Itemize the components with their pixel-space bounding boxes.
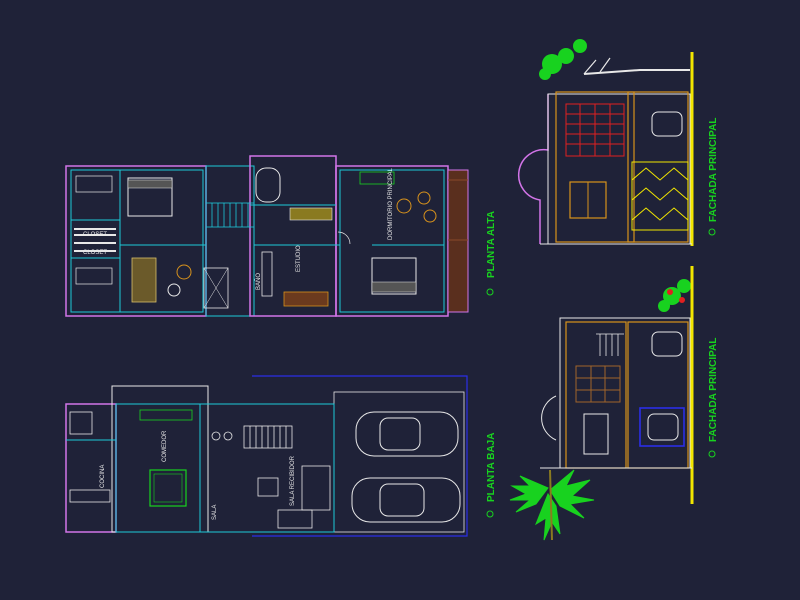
planta-alta-plan: CLOSET CLOSET BAÑO ESTUDIO DORMITORIO PR… [65, 155, 497, 317]
fachada-principal-2: FACHADA PRINCIPAL [509, 266, 719, 541]
planta-baja-plan: COCINA COMEDOR SALA SALA RECIBIDOR PLANT… [65, 375, 497, 537]
room-label-sala-recibidor: SALA RECIBIDOR [290, 455, 296, 506]
fachada-principal-1: FACHADA PRINCIPAL [518, 39, 719, 246]
room-label-dormitorio-principal: DORMITORIO PRINCIPAL [388, 168, 394, 240]
room-label-bano: BAÑO [255, 273, 262, 290]
title-planta-baja: PLANTA BAJA [486, 433, 497, 502]
room-label-comedor: COMEDOR [162, 430, 168, 462]
title-fachada-principal-1: FACHADA PRINCIPAL [708, 118, 719, 222]
room-label-cocina: COCINA [100, 465, 106, 488]
room-label-sala: SALA [212, 505, 218, 520]
room-label-estudio: ESTUDIO [296, 245, 302, 272]
room-label-closet-1: CLOSET [83, 232, 107, 238]
title-fachada-principal-2: FACHADA PRINCIPAL [708, 338, 719, 442]
room-label-closet-2: CLOSET [83, 250, 107, 256]
title-planta-alta: PLANTA ALTA [486, 211, 497, 278]
